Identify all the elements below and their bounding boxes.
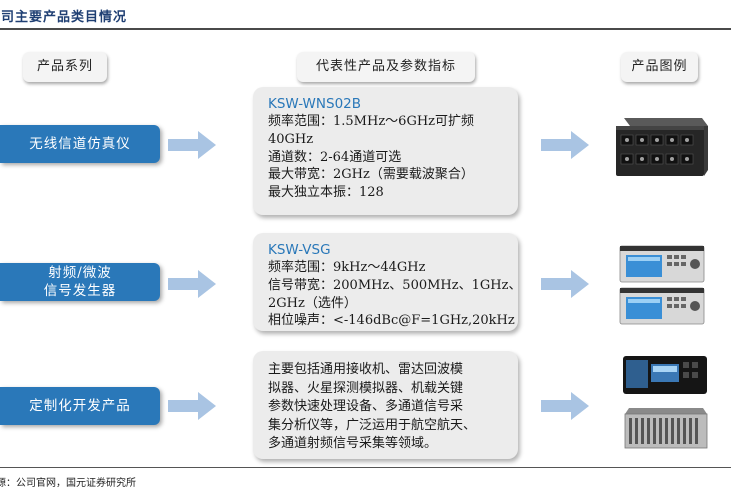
product-image-signal-generator [617, 244, 709, 326]
series-label-custom-products: 定制化开发产品 [0, 387, 160, 425]
series-label-text: 射频/微波 信号发生器 [44, 264, 117, 300]
spec-box-wireless-channel-emulator: KSW-WNS02B 频率范围：1.5MHz～6GHz可扩频 40GHz 通道数… [253, 87, 518, 215]
top-divider [0, 28, 731, 30]
source-note: 来源：公司官网，国元证券研究所 [0, 478, 136, 489]
model-name: KSW-VSG [268, 242, 331, 258]
spec-line: 多通道射频信号采集等领域。 [268, 436, 438, 451]
series-label-text: 无线信道仿真仪 [29, 136, 131, 152]
header-images: 产品图例 [621, 52, 698, 82]
page-title: 公司主要产品类目情况 [0, 10, 128, 25]
spec-line: 信号带宽：200MHz、500MHz、1GHz、 [268, 277, 522, 293]
spec-line: 40GHz [268, 131, 314, 147]
series-label-signal-generator: 射频/微波 信号发生器 [0, 263, 160, 301]
spec-line: 拟器、火星探测模拟器、机载关键 [268, 380, 464, 396]
right-arrow-icon [168, 131, 216, 159]
bottom-divider [0, 467, 731, 468]
spec-line: 主要包括通用接收机、雷达回波模 [268, 362, 464, 377]
right-arrow-icon [541, 392, 589, 420]
spec-line: 集分析仪等，广泛运用于航空航天、 [268, 417, 477, 433]
right-arrow-icon [541, 131, 589, 159]
product-image-wireless-channel-emulator [612, 112, 710, 180]
product-image-custom-products [619, 352, 711, 452]
spec-box-custom-products: 主要包括通用接收机、雷达回波模 拟器、火星探测模拟器、机载关键 参数快速处理设备… [253, 351, 518, 459]
spec-line: 频率范围：1.5MHz～6GHz可扩频 [268, 114, 475, 129]
header-series: 产品系列 [23, 52, 107, 82]
spec-line: 最大独立本振：128 [268, 185, 384, 201]
spec-line: 通道数：2-64通道可选 [268, 149, 402, 165]
right-arrow-icon [168, 392, 216, 420]
spec-box-signal-generator: KSW-VSG 频率范围：9kHz～44GHz 信号带宽：200MHz、500M… [253, 233, 522, 331]
spec-line: 最大带宽：2GHz（需要载波聚合） [268, 167, 474, 183]
series-label-wireless-channel-emulator: 无线信道仿真仪 [0, 125, 160, 163]
model-name: KSW-WNS02B [268, 96, 362, 112]
right-arrow-icon [541, 270, 589, 298]
spec-line: 参数快速处理设备、多通道信号采 [268, 399, 464, 414]
series-label-line: 射频/微波 信号发生器 [43, 265, 117, 299]
series-label-text: 定制化开发产品 [29, 398, 131, 414]
header-specs: 代表性产品及参数指标 [297, 52, 475, 82]
right-arrow-icon [168, 270, 216, 298]
spec-line: 频率范围：9kHz～44GHz [268, 260, 426, 275]
spec-line: 2GHz（选件） [268, 295, 357, 311]
spec-line: 相位噪声：<-146dBc@F=1GHz,20kHz [268, 313, 515, 329]
